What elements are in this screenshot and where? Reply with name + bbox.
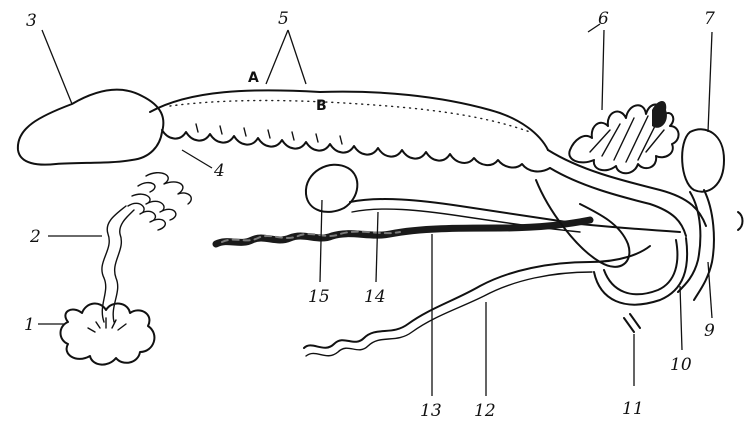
lobed-gland-1 — [61, 304, 155, 365]
stub-11 — [624, 314, 640, 332]
midgut-5 — [150, 90, 548, 150]
label-a: A — [248, 70, 259, 86]
right-edge-nub — [738, 212, 743, 230]
leader-7 — [708, 32, 712, 132]
label-1: 1 — [24, 315, 35, 335]
sac-15 — [306, 165, 357, 212]
leader-3 — [42, 30, 72, 104]
leader-14 — [376, 212, 378, 282]
label-6: 6 — [598, 9, 609, 29]
tube-12b — [306, 272, 592, 356]
label-b: B — [316, 98, 327, 114]
leader-6 — [588, 24, 604, 110]
crop-3 — [18, 90, 164, 165]
label-14: 14 — [364, 287, 386, 307]
gland-1-inner-strokes — [88, 318, 126, 332]
label-13: 13 — [420, 401, 442, 421]
label-9: 9 — [704, 321, 715, 341]
reservoir-7 — [682, 129, 724, 191]
midgut-5-dots — [170, 101, 530, 133]
label-10: 10 — [670, 355, 692, 375]
label-4: 4 — [213, 161, 225, 181]
label-12: 12 — [474, 401, 496, 421]
label-11: 11 — [622, 399, 644, 419]
dark-tube-13 — [216, 220, 590, 244]
leader-4 — [182, 150, 212, 168]
label-2: 2 — [29, 227, 41, 247]
duct-9b — [678, 192, 700, 292]
label-3: 3 — [26, 11, 37, 31]
label-7: 7 — [704, 9, 715, 29]
coiled-segment — [128, 173, 191, 230]
label-5: 5 — [278, 9, 289, 29]
leader-10 — [680, 286, 682, 350]
label-15: 15 — [308, 287, 330, 307]
leader-5 — [266, 30, 306, 84]
